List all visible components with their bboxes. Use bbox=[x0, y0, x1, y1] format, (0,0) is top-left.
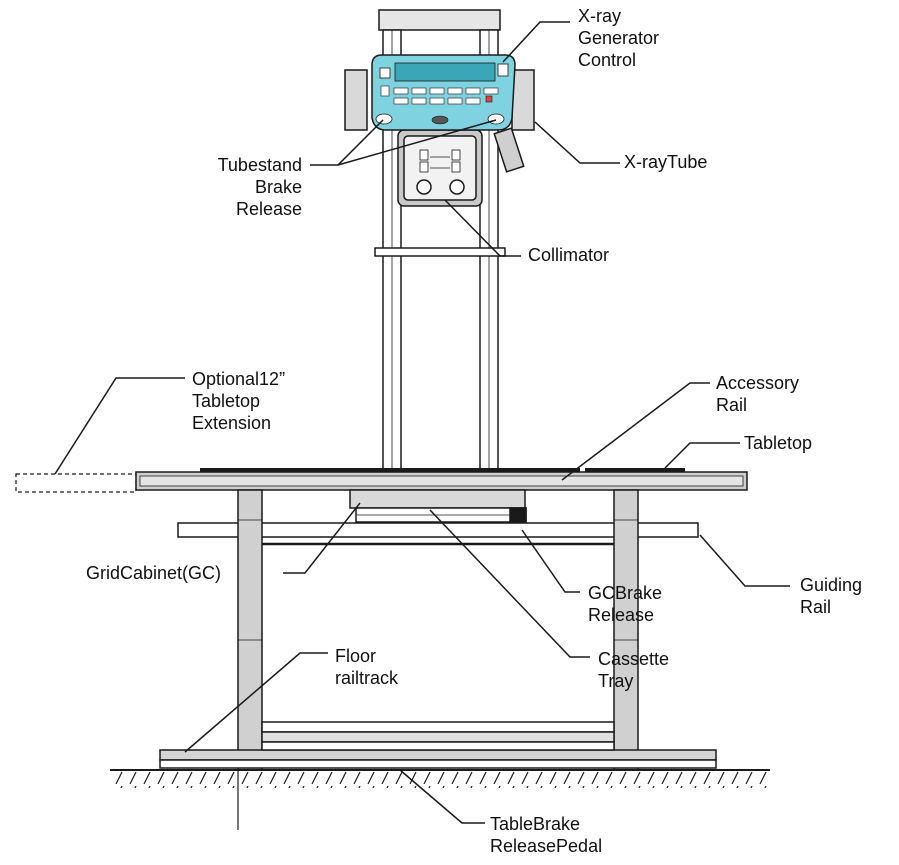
grid-cabinet bbox=[349, 489, 527, 525]
label-line: Accessory bbox=[716, 373, 800, 393]
label-line: Tabletop bbox=[744, 433, 813, 453]
label-line: Guiding bbox=[800, 575, 863, 595]
label-line: ReleasePedal bbox=[490, 836, 603, 856]
label-line: GridCabinet(GC) bbox=[86, 563, 222, 583]
label-line: Floor bbox=[335, 646, 377, 666]
tabletop-extension-dashed bbox=[15, 473, 137, 493]
label-line: X-rayTube bbox=[624, 152, 708, 172]
label-line: Tabletop bbox=[192, 391, 261, 411]
label-accessory-rail: Accessory Rail bbox=[716, 372, 799, 416]
label-line: Rail bbox=[800, 597, 832, 617]
collimator bbox=[397, 129, 483, 207]
tabletop bbox=[135, 468, 748, 491]
label-cassette-tray: Cassette Tray bbox=[598, 648, 669, 692]
label-tabletop: Tabletop bbox=[744, 432, 812, 454]
generator-control-panel bbox=[371, 54, 516, 131]
label-gc-brake-release: GCBrake Release bbox=[588, 582, 662, 626]
label-line: TableBrake bbox=[490, 814, 581, 834]
label-line: X-ray bbox=[578, 6, 622, 26]
label-line: Rail bbox=[716, 395, 748, 415]
label-xray-generator-control: X-ray Generator Control bbox=[578, 5, 659, 71]
label-optional-tabletop-extension: Optional12” Tabletop Extension bbox=[192, 368, 285, 434]
label-line: Optional12” bbox=[192, 369, 286, 389]
label-table-brake-release-pedal: TableBrake ReleasePedal bbox=[490, 813, 602, 857]
leader-lines bbox=[54, 21, 790, 824]
label-line: GCBrake bbox=[588, 583, 663, 603]
guiding-rail bbox=[177, 522, 699, 546]
label-line: Cassette bbox=[598, 649, 670, 669]
label-line: Release bbox=[235, 199, 302, 219]
label-line: Control bbox=[578, 50, 637, 70]
label-line: Tubestand bbox=[217, 155, 302, 175]
label-line: Generator bbox=[578, 28, 660, 48]
label-line: Tray bbox=[598, 671, 634, 691]
table-legs bbox=[237, 489, 639, 771]
label-line: Release bbox=[588, 605, 655, 625]
label-line: Collimator bbox=[528, 245, 610, 265]
tubestand-column bbox=[374, 9, 506, 471]
label-xray-tube: X-rayTube bbox=[624, 151, 707, 173]
label-line: Extension bbox=[192, 413, 272, 433]
label-collimator: Collimator bbox=[528, 244, 609, 266]
floor-railtrack bbox=[159, 721, 717, 769]
label-line: railtrack bbox=[335, 668, 399, 688]
label-grid-cabinet: GridCabinet(GC) bbox=[86, 562, 221, 584]
floor bbox=[110, 769, 770, 830]
label-guiding-rail: Guiding Rail bbox=[800, 574, 862, 618]
label-tubestand-brake-release: Tubestand Brake Release bbox=[196, 154, 302, 220]
label-line: Brake bbox=[254, 177, 302, 197]
label-floor-railtrack: Floor railtrack bbox=[335, 645, 398, 689]
